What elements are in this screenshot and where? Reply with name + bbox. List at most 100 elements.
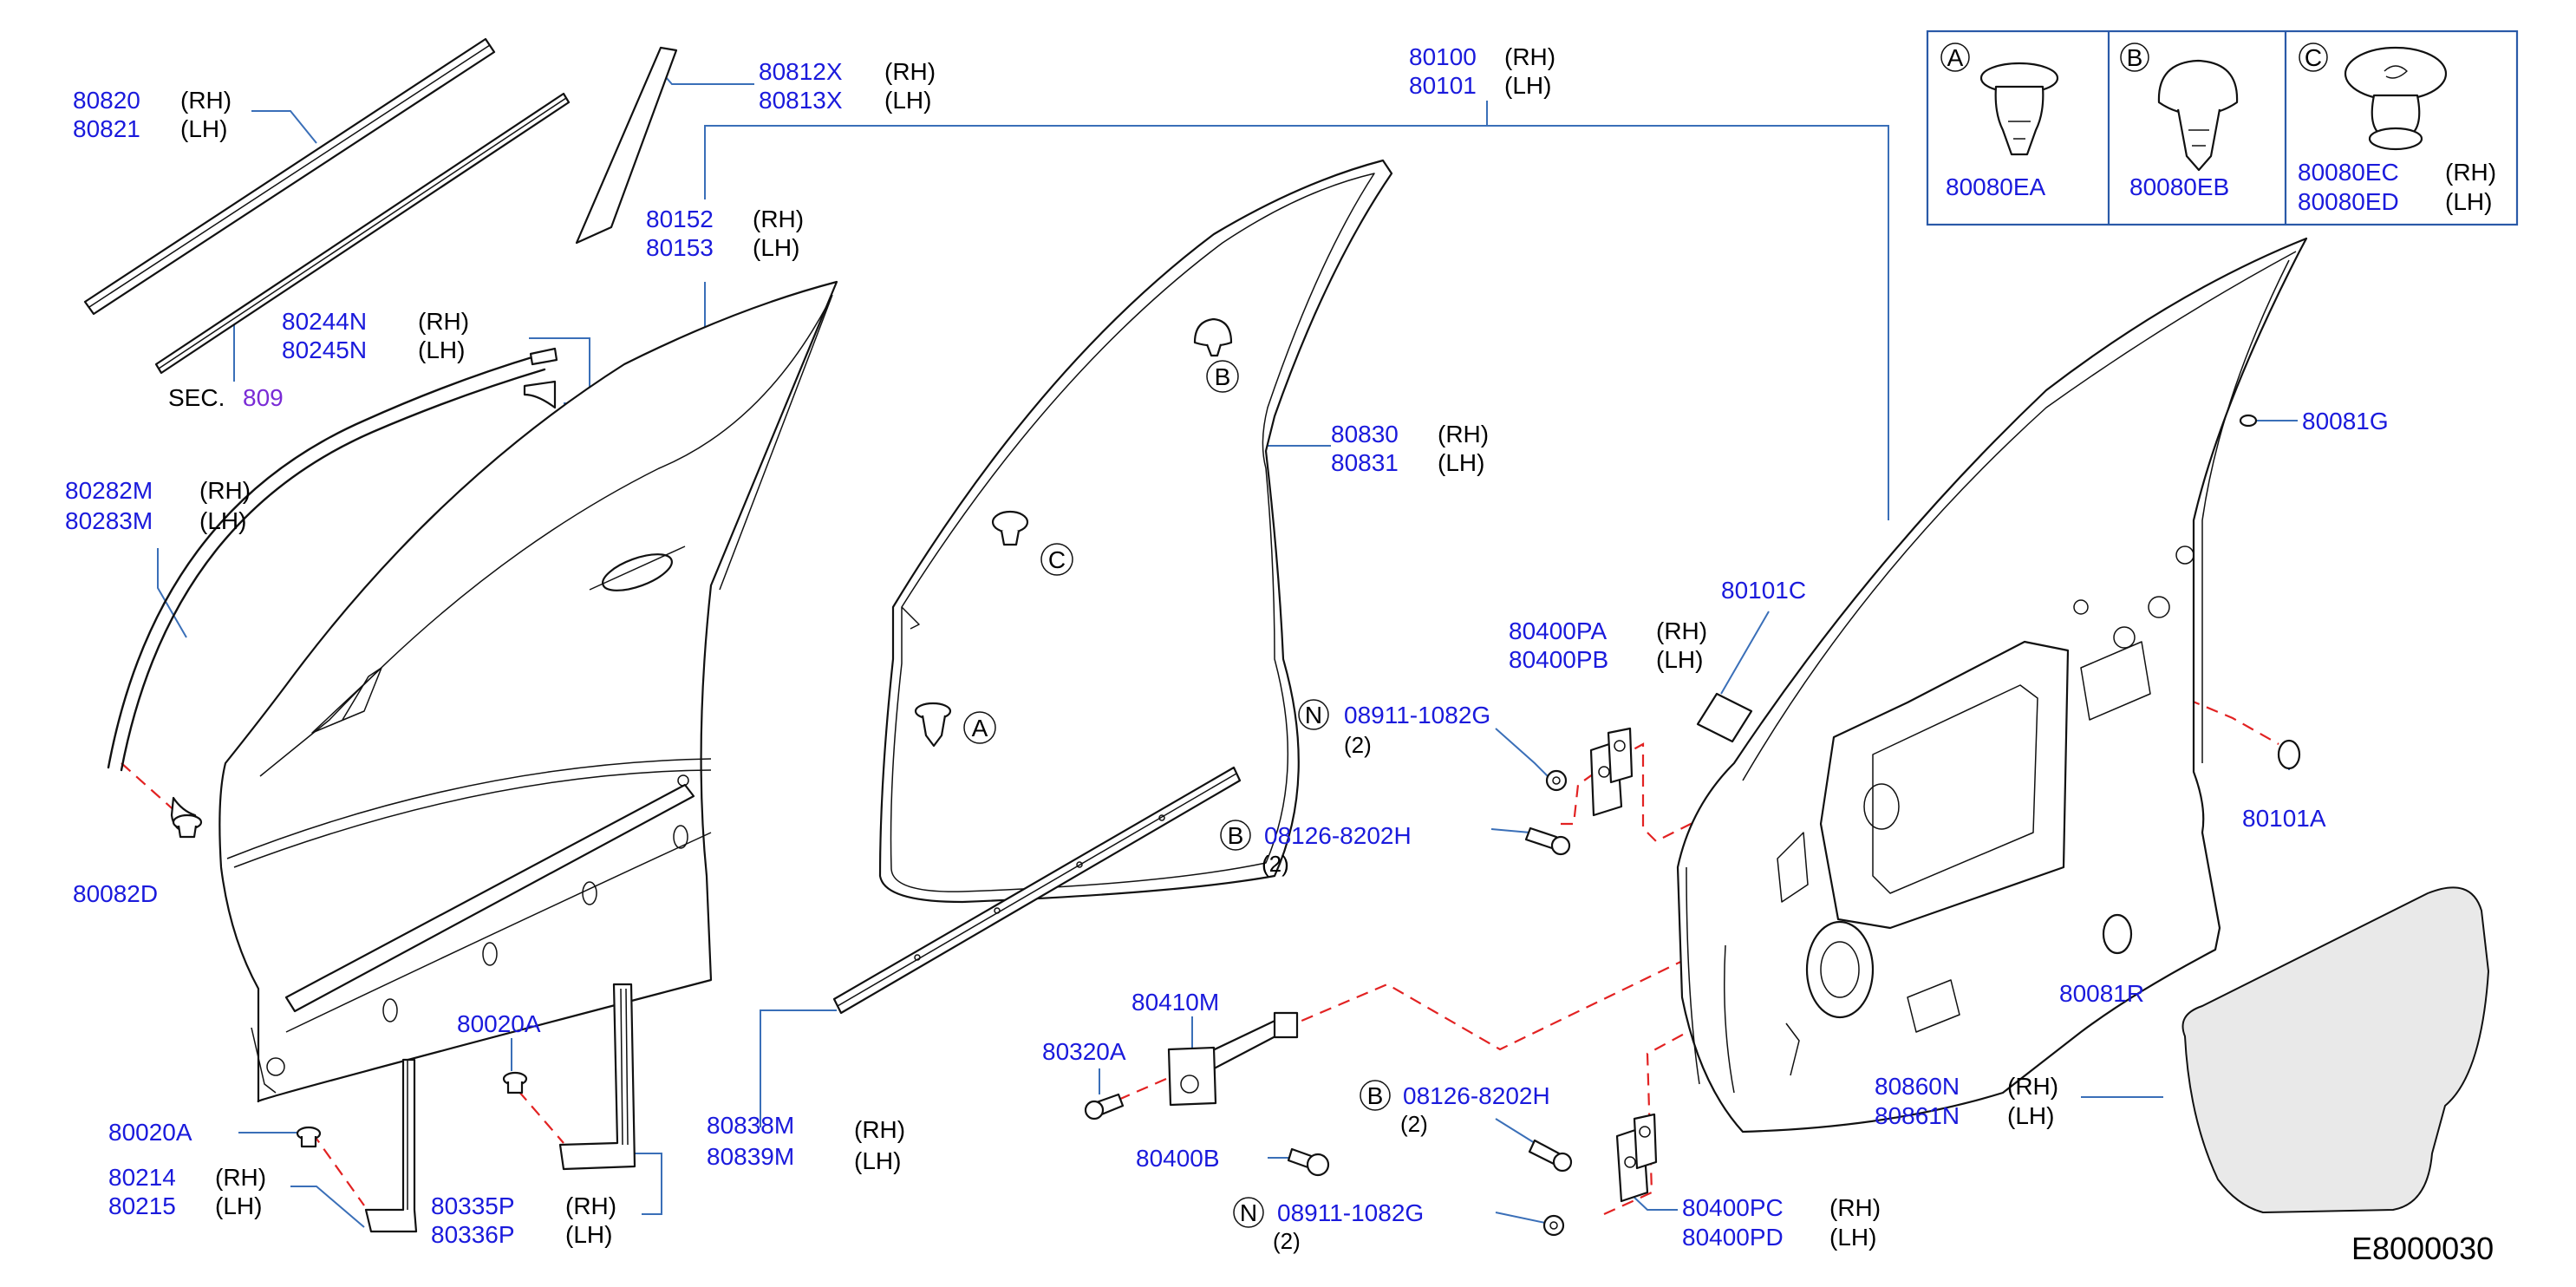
diagram-reference: E8000030: [2351, 1231, 2494, 1266]
label-80410m: 80410M: [1131, 989, 1219, 1016]
label-80821-side: (LH): [180, 115, 227, 142]
sec-number: 809: [243, 384, 284, 411]
label-80400pc-side: (RH): [1829, 1194, 1881, 1221]
qty-n-lower: (2): [1273, 1228, 1301, 1254]
label-n-lower: 08911-1082G: [1277, 1199, 1424, 1226]
label-80813x-side: (LH): [884, 87, 931, 114]
clip-a-mid: [914, 702, 952, 748]
label-80153: 80153: [646, 234, 714, 261]
label-80283m: 80283M: [65, 507, 153, 534]
label-80152: 80152: [646, 206, 714, 232]
label-80215-side: (LH): [215, 1192, 262, 1219]
label-80101: 80101: [1409, 72, 1477, 99]
plug-80081r: [2102, 913, 2133, 955]
clip-legend: A 80080EA B 80080EB C 80080EC (RH) 80080…: [1926, 29, 2519, 226]
door-weatherstrip: [878, 159, 1393, 904]
callout-c-letter: C: [1048, 546, 1066, 573]
callout-c-circle: [1040, 543, 1073, 576]
n-lower-circle: [1233, 1197, 1264, 1228]
qty-b-upper: (2): [1262, 851, 1289, 877]
label-80830: 80830: [1331, 421, 1399, 448]
label-80336p: 80336P: [431, 1221, 515, 1248]
nut-upper-n: [1545, 769, 1568, 792]
label-80283m-side: (LH): [199, 507, 246, 534]
weatherstrip-moulding: [83, 37, 571, 375]
label-80215: 80215: [108, 1192, 176, 1219]
label-80101c: 80101C: [1721, 577, 1806, 604]
label-80245n-side: (LH): [418, 336, 465, 363]
label-80812x-side: (RH): [884, 58, 936, 85]
callout-a-circle: [963, 711, 996, 744]
legend-c-letter: C: [2305, 44, 2322, 71]
plug-80081g: [2239, 414, 2258, 428]
label-80214: 80214: [108, 1164, 176, 1191]
clip-a-icon: [1979, 62, 2059, 156]
bolt-80400b: [1287, 1147, 1330, 1177]
legend-b-circle: [2120, 42, 2149, 72]
label-80830-side: (RH): [1438, 421, 1489, 448]
label-80400pd-side: (LH): [1829, 1224, 1876, 1251]
callout-a-letter: A: [972, 715, 988, 741]
lower-hinge: [1615, 1113, 1658, 1203]
label-80838m-side: (RH): [854, 1116, 905, 1143]
label-80400pc: 80400PC: [1682, 1194, 1784, 1221]
label-80101-side: (LH): [1504, 72, 1551, 99]
label-80020a-left: 80020A: [108, 1119, 192, 1146]
qty-n-upper: (2): [1344, 732, 1372, 758]
callout-b-circle: [1206, 360, 1239, 393]
label-80400pa-side: (RH): [1656, 617, 1707, 644]
label-80860n: 80860N: [1875, 1073, 1960, 1100]
label-80282m: 80282M: [65, 477, 153, 504]
label-80861n: 80861N: [1875, 1102, 1960, 1129]
sash-80335p: [558, 983, 636, 1171]
pillar-tape: [575, 46, 678, 245]
label-80214-side: (RH): [215, 1164, 266, 1191]
label-b-lower: 08126-8202H: [1403, 1082, 1550, 1109]
label-80820: 80820: [73, 87, 140, 114]
label-80839m-side: (LH): [854, 1147, 901, 1174]
label-80400pb: 80400PB: [1509, 646, 1608, 673]
upper-hinge: [1589, 727, 1634, 817]
label-80100-side: (RH): [1504, 43, 1555, 70]
label-b-upper: 08126-8202H: [1264, 822, 1412, 849]
label-80831: 80831: [1331, 449, 1399, 476]
label-80081r: 80081R: [2059, 980, 2144, 1007]
b-lower-circle: [1360, 1080, 1391, 1111]
label-80081g: 80081G: [2302, 408, 2389, 434]
label-80400pa: 80400PA: [1509, 617, 1607, 644]
label-80861n-side: (LH): [2007, 1102, 2054, 1129]
b-upper-prefix: B: [1228, 822, 1244, 849]
legend-a-letter: A: [1947, 44, 1964, 71]
b-lower-prefix: B: [1367, 1082, 1384, 1109]
legend-c-circle: [2299, 42, 2328, 72]
legend-c-part-lh: 80080ED: [2298, 188, 2399, 215]
callout-b-letter: B: [1215, 363, 1231, 390]
legend-frame: [1926, 29, 2519, 226]
label-80101c: [1696, 692, 1753, 743]
label-80812x: 80812X: [759, 58, 843, 85]
legend-c-side-rh: (RH): [2445, 159, 2496, 186]
label-80813x: 80813X: [759, 87, 843, 114]
bracket-80214: [364, 1058, 418, 1233]
plug-80101a: [2277, 739, 2301, 770]
label-80335p-side: (RH): [565, 1192, 616, 1219]
label-80101a: 80101A: [2242, 805, 2326, 832]
legend-b-letter: B: [2127, 44, 2143, 71]
n-lower-prefix: N: [1240, 1199, 1257, 1226]
leader-lines: [157, 69, 2298, 1228]
label-80245n: 80245N: [282, 336, 367, 363]
label-80282m-side: (RH): [199, 477, 251, 504]
clip-c-icon: [2344, 46, 2448, 151]
door-check-link: [1167, 1011, 1299, 1107]
screw-80020a-mid: [502, 1071, 528, 1094]
label-80335p: 80335P: [431, 1192, 515, 1219]
label-80244n-side: (RH): [418, 308, 469, 335]
clip-b-icon: [2157, 59, 2239, 172]
label-n-upper: 08911-1082G: [1344, 702, 1490, 728]
label-80821: 80821: [73, 115, 140, 142]
clip-b-mid: [1193, 317, 1233, 357]
bolt-lower-b: [1528, 1139, 1573, 1173]
legend-c-part-rh: 80080EC: [2298, 159, 2399, 186]
label-80020a-mid: 80020A: [457, 1010, 541, 1037]
